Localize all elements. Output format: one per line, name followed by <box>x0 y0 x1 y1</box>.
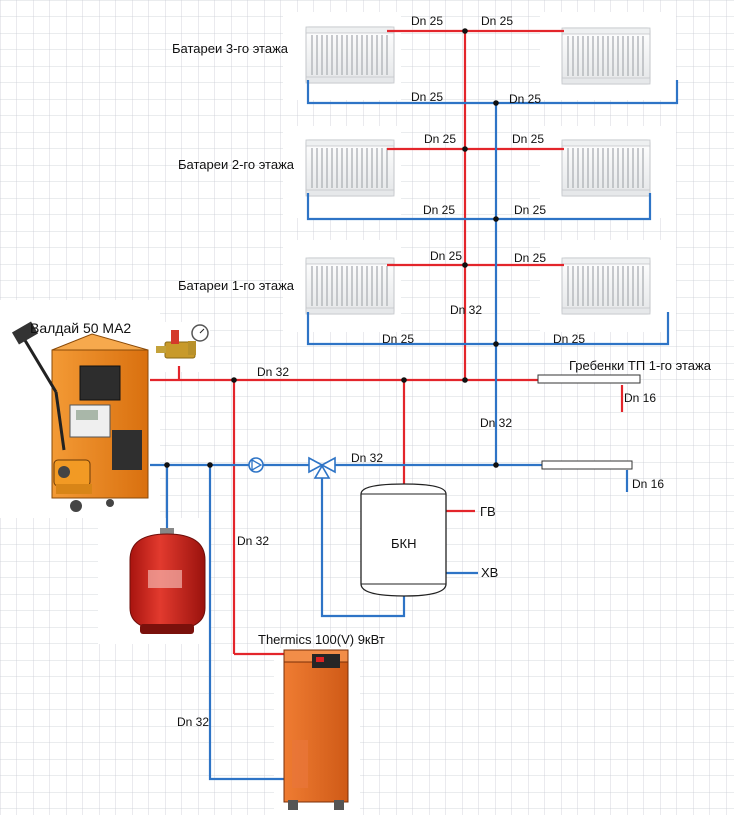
expansion-tank-icon <box>129 528 206 634</box>
floor1-label: Батареи 1-го этажа <box>178 278 295 293</box>
f2-supply-right-dn: Dn 25 <box>512 132 544 146</box>
return-riser-dn: Dn 32 <box>480 416 512 430</box>
supply-manifold <box>537 374 641 384</box>
f2-return-left-dn: Dn 25 <box>423 203 455 217</box>
return-pipes <box>150 80 679 781</box>
manifold-supply-dn: Dn 16 <box>624 391 656 405</box>
cold-water-label: ХВ <box>481 565 498 580</box>
f3-return-left-dn: Dn 25 <box>411 90 443 104</box>
supply-pipes <box>150 29 624 656</box>
labels: Батареи 3-го этажа Батареи 2-го этажа Ба… <box>30 14 712 729</box>
indirect-water-heater <box>360 483 447 597</box>
floor2-label: Батареи 2-го этажа <box>178 157 295 172</box>
f3-supply-right-dn: Dn 25 <box>481 14 513 28</box>
hot-water-label: ГВ <box>480 504 496 519</box>
f1-return-right-dn: Dn 25 <box>553 332 585 346</box>
safety-group-icon <box>156 324 209 359</box>
circulation-pump-icon <box>248 457 264 473</box>
electric-boiler-label: Thermics 100(V) 9кВт <box>258 632 385 647</box>
pellet-boiler-icon <box>11 321 149 512</box>
f2-supply-left-dn: Dn 25 <box>424 132 456 146</box>
electric-supply-dn: Dn 32 <box>237 534 269 548</box>
radiator-f1-right <box>561 257 651 315</box>
f1-supply-left-dn: Dn 25 <box>430 249 462 263</box>
electric-boiler-icon <box>283 649 349 810</box>
radiator-f2-left <box>305 139 395 197</box>
three-way-valve-icon <box>308 456 336 479</box>
main-supply-dn: Dn 32 <box>257 365 289 379</box>
radiator-f3-right <box>561 27 651 85</box>
manifold-label: Гребенки ТП 1-го этажа <box>569 358 712 373</box>
f3-supply-left-dn: Dn 25 <box>411 14 443 28</box>
floor-manifolds <box>537 374 641 470</box>
supply-riser-dn: Dn 32 <box>450 303 482 317</box>
f1-return-left-dn: Dn 25 <box>382 332 414 346</box>
floor3-label: Батареи 3-го этажа <box>172 41 289 56</box>
radiator-f2-right <box>561 139 651 197</box>
tank-label: БКН <box>391 536 417 551</box>
boiler-label: Валдай 50 МА2 <box>30 320 131 336</box>
radiator-f1-left <box>305 257 395 315</box>
return-manifold <box>541 460 633 470</box>
radiator-f3-left <box>305 26 395 84</box>
manifold-return-dn: Dn 16 <box>632 477 664 491</box>
junction-dots <box>164 28 499 468</box>
main-return-dn: Dn 32 <box>351 451 383 465</box>
electric-return-dn: Dn 32 <box>177 715 209 729</box>
f1-supply-right-dn: Dn 25 <box>514 251 546 265</box>
f2-return-right-dn: Dn 25 <box>514 203 546 217</box>
f3-return-right-dn: Dn 25 <box>509 92 541 106</box>
